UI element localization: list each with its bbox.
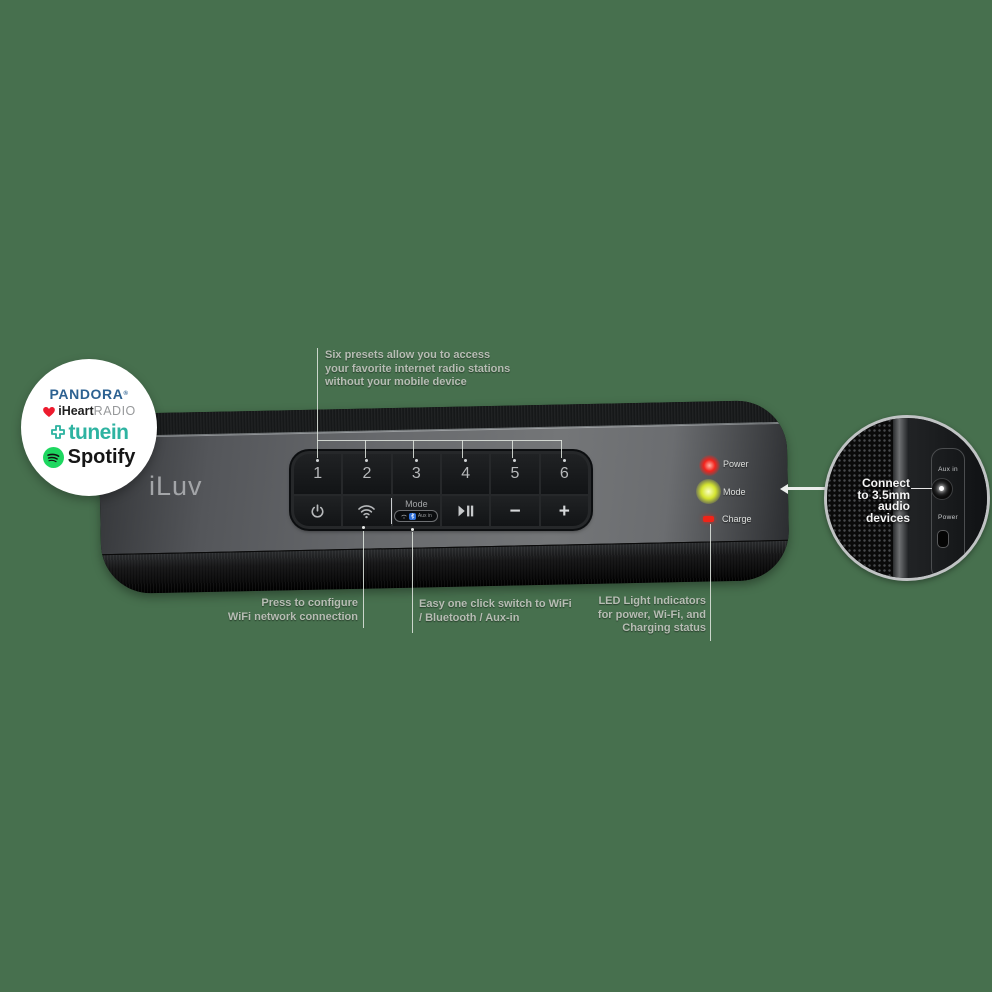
inset-connector-line (787, 487, 826, 490)
registered-mark: ® (123, 391, 129, 398)
wifi-button-indicator-dot (362, 526, 365, 529)
port-recess-outline (931, 448, 965, 578)
minus-icon: − (509, 500, 521, 522)
wifi-mini-icon (401, 514, 407, 519)
presets-callout-tick-2 (365, 440, 366, 458)
power-port-label: Power (938, 514, 958, 521)
leds-callout-line (710, 524, 711, 641)
preset-led-dot (365, 459, 369, 462)
iheart-heart-icon (42, 406, 56, 418)
preset-button-5: 5 (491, 454, 539, 494)
mode-annotation: Easy one click switch to WiFi / Bluetoot… (419, 598, 572, 624)
aux-port-inset-circle: Aux in Power (824, 415, 990, 581)
preset-button-4: 4 (441, 454, 490, 494)
volume-down-button: − (491, 496, 539, 526)
mode-button: Mode Aux in (390, 496, 440, 526)
spotify-logo: Spotify (42, 446, 135, 468)
power-icon (309, 503, 326, 520)
presets-annotation: Six presets allow you to access your fav… (325, 349, 511, 388)
wifi-icon (357, 503, 376, 519)
mode-sources-pill: Aux in (394, 510, 439, 522)
power-button (294, 496, 342, 526)
aux-jack-port (931, 478, 953, 500)
preset-led-dot (562, 459, 566, 462)
wifi-annotation: Press to configure WiFi network connecti… (227, 597, 358, 623)
preset-button-1: 1 (294, 454, 342, 494)
leds-annotation: LED Light Indicators for power, Wi-Fi, a… (597, 595, 706, 634)
presets-callout-tick-1 (317, 440, 318, 458)
play-pause-button (441, 496, 490, 526)
power-led-label: Power (723, 459, 749, 469)
device-edge-strip (893, 418, 909, 578)
inset-connector-arrowhead (780, 483, 788, 494)
presets-callout-tick-6 (561, 440, 562, 458)
wifi-button (343, 496, 391, 526)
charge-led-label: Charge (722, 514, 752, 524)
iluv-logo: iLuv (149, 471, 203, 501)
presets-callout-tick-4 (462, 440, 463, 458)
preset-button-3: 3 (392, 454, 440, 494)
preset-led-dot (464, 459, 468, 462)
preset-led-dot (513, 459, 517, 462)
aux-in-label: Aux in (938, 466, 958, 473)
tunein-logo: tunein (50, 422, 129, 443)
preset-button-2: 2 (343, 454, 391, 494)
inset-pointer-line (911, 488, 932, 489)
control-panel: 1 2 3 4 5 6 Mode (291, 451, 591, 529)
presets-callout-tick-3 (413, 440, 414, 458)
mode-button-indicator-dot (411, 528, 414, 531)
bluetooth-icon (408, 512, 416, 520)
tunein-plus-icon (50, 424, 66, 440)
pandora-logo: PANDORA® (49, 386, 129, 403)
plus-icon: + (558, 500, 570, 522)
presets-callout-vline (317, 348, 318, 441)
mode-led-label: Mode (723, 487, 746, 497)
speaker-mesh-closeup (827, 418, 893, 578)
power-led (699, 455, 720, 476)
aux-annotation: Connect to 3.5mm audio devices (857, 476, 910, 525)
wifi-callout-line (363, 531, 364, 628)
presets-callout-tick-5 (512, 440, 513, 458)
usb-power-port (937, 530, 949, 548)
volume-up-button: + (540, 496, 588, 526)
preset-led-dot (316, 459, 320, 462)
presets-callout-hline (317, 440, 562, 441)
mode-callout-line (412, 532, 413, 633)
preset-button-6: 6 (540, 454, 588, 494)
play-pause-icon (457, 504, 474, 518)
preset-led-dot (414, 459, 418, 462)
mode-led (696, 479, 721, 504)
charge-led (703, 516, 714, 522)
spotify-icon (42, 446, 64, 468)
